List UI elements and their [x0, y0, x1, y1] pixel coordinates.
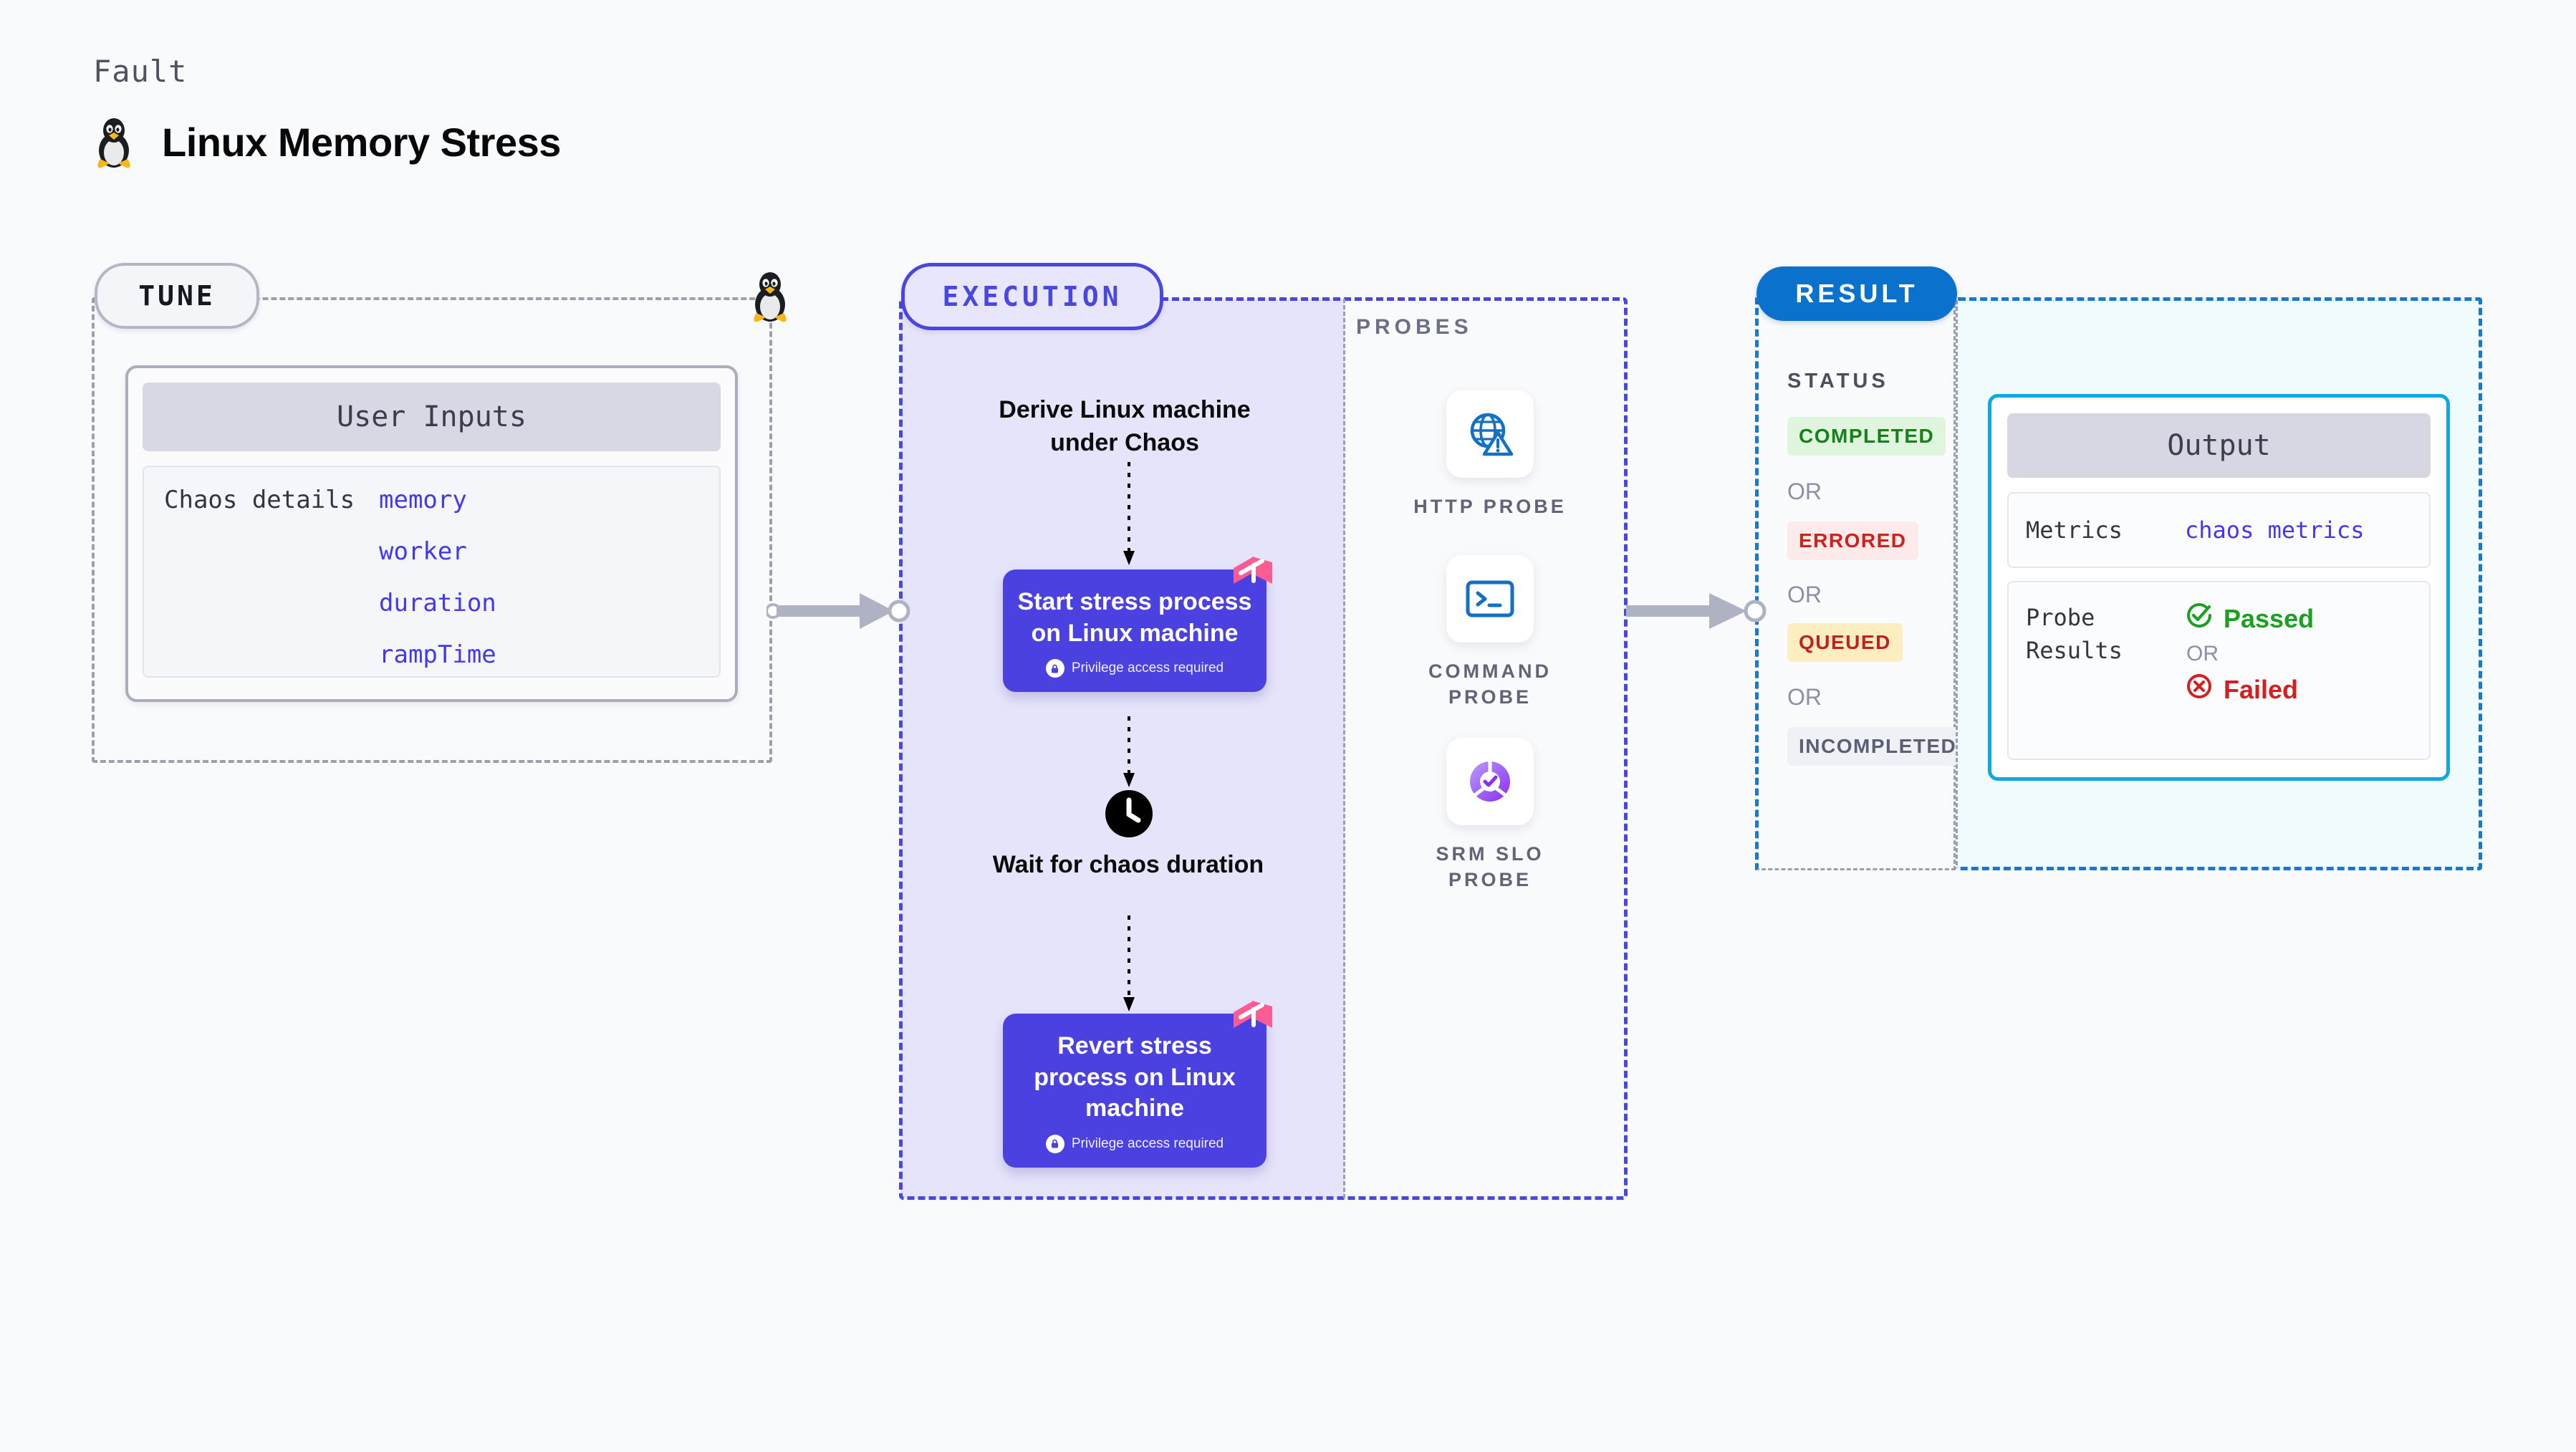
- arrow-start-to-wait: [1115, 716, 1143, 795]
- metrics-value[interactable]: chaos metrics: [2185, 516, 2365, 544]
- chaos-param-ramptime[interactable]: rampTime: [379, 640, 496, 669]
- start-stress-step-title: Start stress process on Linux machine: [1017, 588, 1252, 647]
- status-badge-completed: COMPLETED: [1787, 417, 1946, 456]
- revert-stress-privilege-note: Privilege access required: [1014, 1134, 1255, 1153]
- page-title: Linux Memory Stress: [162, 119, 561, 165]
- page-title-row: Linux Memory Stress: [92, 115, 561, 169]
- harness-logo-icon: [1226, 991, 1279, 1044]
- output-card: Output Metrics chaos metrics Probe Resul…: [1988, 394, 2450, 781]
- connector-tune-to-execution: [765, 586, 917, 640]
- probe-label-command: COMMAND PROBE: [1428, 660, 1552, 708]
- x-circle-icon: [2185, 672, 2214, 707]
- chaos-param-duration[interactable]: duration: [379, 589, 496, 617]
- probe-result-failed-label: Failed: [2224, 674, 2299, 704]
- revert-stress-step-card[interactable]: Revert stress process on Linux machine P…: [1003, 1001, 1272, 1168]
- probe-label-http: HTTP PROBE: [1413, 496, 1567, 517]
- harness-logo-icon: [1226, 547, 1279, 600]
- check-circle-icon: [2185, 601, 2214, 636]
- status-or-3: OR: [1787, 684, 1822, 710]
- probes-divider: [1343, 299, 1345, 1198]
- probe-item-srm-slo[interactable]: SRM SLO PROBE: [1404, 738, 1576, 893]
- status-badge-queued: QUEUED: [1787, 623, 1903, 662]
- chaos-param-memory[interactable]: memory: [379, 486, 467, 514]
- lock-icon: [1045, 1134, 1064, 1153]
- user-inputs-header: User Inputs: [143, 383, 721, 451]
- status-badge-errored: ERRORED: [1787, 521, 1918, 560]
- globe-warning-icon: [1446, 390, 1534, 478]
- user-inputs-card: User Inputs Chaos details memory worker …: [125, 365, 738, 702]
- tune-tux-penguin-icon: [731, 256, 809, 335]
- probe-result-passed: Passed: [2185, 601, 2314, 636]
- probe-results-row: Probe Results Passed OR: [2007, 581, 2431, 760]
- probe-result-passed-label: Passed: [2224, 603, 2315, 633]
- result-badge[interactable]: RESULT: [1756, 266, 1957, 321]
- tux-penguin-icon: [92, 115, 136, 169]
- start-stress-step-card[interactable]: Start stress process on Linux machine Pr…: [1003, 557, 1272, 693]
- execution-badge[interactable]: EXECUTION: [901, 263, 1163, 330]
- probe-label-srm-slo: SRM SLO PROBE: [1436, 843, 1544, 891]
- arrow-derive-to-start: [1115, 462, 1143, 573]
- revert-stress-privilege-text: Privilege access required: [1071, 1135, 1224, 1151]
- probe-item-http[interactable]: HTTP PROBE: [1404, 390, 1576, 519]
- probe-item-command[interactable]: COMMAND PROBE: [1404, 555, 1576, 711]
- status-or-2: OR: [1787, 582, 1822, 607]
- start-stress-privilege-text: Privilege access required: [1071, 660, 1224, 676]
- metrics-row: Metrics chaos metrics: [2007, 492, 2431, 568]
- lock-icon: [1045, 659, 1064, 678]
- tune-badge[interactable]: TUNE: [95, 263, 259, 329]
- execution-probes-panel: [899, 297, 1628, 1200]
- probe-results-label: Probe Results: [2026, 604, 2123, 665]
- wait-step-label: Wait for chaos duration: [992, 851, 1264, 878]
- probes-section-label: PROBES: [1356, 315, 1473, 339]
- user-inputs-body: Chaos details memory worker duration ram…: [143, 466, 721, 678]
- derive-step-label: Derive Linux machine under Chaos: [999, 396, 1251, 456]
- terminal-icon: [1446, 555, 1534, 643]
- page-kicker: Fault: [93, 54, 188, 89]
- connector-execution-to-result: [1626, 586, 1777, 640]
- metrics-label: Metrics: [2026, 516, 2123, 544]
- revert-stress-step-title: Revert stress process on Linux machine: [1034, 1032, 1236, 1122]
- clock-icon: [1103, 788, 1155, 840]
- arrow-wait-to-revert: [1115, 915, 1143, 1019]
- output-card-header: Output: [2007, 413, 2431, 478]
- status-section-label: STATUS: [1787, 370, 1889, 393]
- chaos-details-label: Chaos details: [164, 486, 355, 514]
- status-or-1: OR: [1787, 479, 1822, 504]
- chaos-params-list: memory worker duration rampTime: [379, 486, 496, 676]
- tune-panel: [92, 297, 772, 763]
- status-badge-incompleted: INCOMPLETED: [1787, 727, 1969, 766]
- probe-result-failed: Failed: [2185, 672, 2314, 707]
- start-stress-privilege-note: Privilege access required: [1014, 659, 1255, 678]
- chaos-param-worker[interactable]: worker: [379, 537, 467, 566]
- probe-result-or: OR: [2186, 642, 2219, 665]
- slo-donut-check-icon: [1446, 738, 1534, 825]
- result-status-panel: [1755, 297, 1956, 870]
- probe-results-values: Passed OR Failed: [2185, 601, 2314, 759]
